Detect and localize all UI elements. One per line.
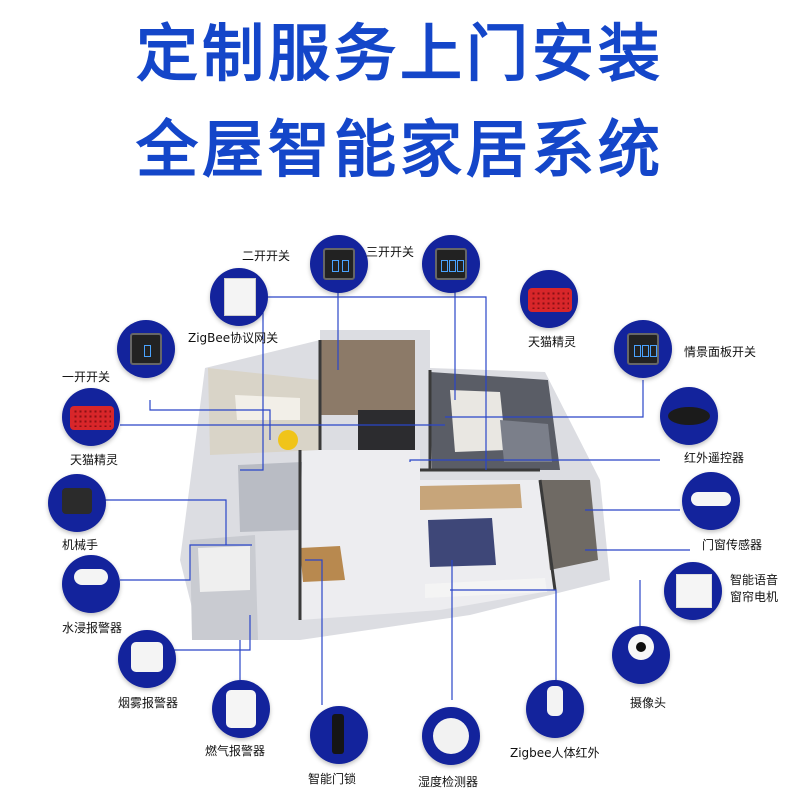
line-zigbee bbox=[263, 296, 487, 470]
bathroom bbox=[238, 462, 302, 532]
line-water bbox=[120, 544, 252, 581]
switch-panel-icon bbox=[435, 248, 467, 280]
water-leak-circle bbox=[62, 555, 120, 613]
one-gang-switch-label: 一开开关 bbox=[62, 370, 111, 384]
sofa bbox=[420, 484, 522, 510]
closet-dark bbox=[358, 410, 415, 450]
smart-lock-label: 智能门锁 bbox=[308, 772, 357, 786]
switch-panel-icon bbox=[323, 248, 355, 280]
gas-alarm-icon bbox=[226, 690, 256, 728]
two-gang-switch-circle bbox=[310, 235, 368, 293]
connection-lines bbox=[100, 290, 690, 705]
zigbee-gateway-circle bbox=[210, 268, 268, 326]
line-pir bbox=[450, 589, 557, 685]
study-toy bbox=[278, 430, 298, 450]
tmall-genie-left-circle bbox=[62, 388, 120, 446]
camera-label: 摄像头 bbox=[630, 696, 667, 710]
robot-arm-label: 机械手 bbox=[62, 538, 99, 552]
ir-remote-icon bbox=[668, 407, 710, 425]
door-window-sensor-label: 门窗传感器 bbox=[702, 538, 763, 552]
three-gang-switch-label: 三开开关 bbox=[366, 245, 415, 259]
two-gang-switch-label: 二开开关 bbox=[242, 249, 291, 263]
tmall-genie-left-label: 天猫精灵 bbox=[70, 453, 119, 467]
pir-label: Zigbee人体红外 bbox=[510, 746, 600, 760]
scene-panel-label: 情景面板开关 bbox=[684, 345, 757, 359]
water-sensor-icon bbox=[74, 569, 108, 585]
camera-circle bbox=[612, 626, 670, 684]
ir-remote-circle bbox=[660, 387, 718, 445]
bed bbox=[450, 390, 506, 452]
headline-service: 定制服务上门安装 bbox=[135, 17, 664, 90]
curtain-motor-label: 智能语音 窗帘电机 bbox=[730, 573, 779, 604]
kitchen-counter bbox=[198, 546, 250, 592]
gas-alarm-label: 燃气报警器 bbox=[205, 744, 266, 758]
line-two-gang bbox=[240, 297, 264, 471]
ir-remote-label: 红外遥控器 bbox=[684, 451, 745, 465]
line-scene bbox=[445, 380, 644, 418]
humidity-circle bbox=[422, 707, 480, 765]
three-gang-switch-circle bbox=[422, 235, 480, 293]
smart-lock-circle bbox=[310, 706, 368, 764]
gas-alarm-circle bbox=[212, 680, 270, 738]
curtain-motor-icon bbox=[676, 574, 712, 608]
smoke-alarm-circle bbox=[118, 630, 176, 688]
water-leak-label: 水浸报警器 bbox=[62, 621, 123, 635]
closet bbox=[320, 340, 415, 415]
bedroom-rug bbox=[500, 420, 552, 462]
study-desk bbox=[235, 395, 300, 420]
line-ir bbox=[409, 459, 660, 462]
line-smoke bbox=[170, 615, 251, 651]
door-window-sensor-circle bbox=[682, 472, 740, 530]
gateway-icon bbox=[224, 278, 256, 316]
humidity-sensor-icon bbox=[433, 718, 469, 754]
tmall-genie-top-label: 天猫精灵 bbox=[528, 335, 577, 349]
scene-panel-circle bbox=[614, 320, 672, 378]
tmall-genie-top-circle bbox=[520, 270, 578, 328]
headline-system: 全屋智能家居系统 bbox=[135, 113, 664, 186]
interior-walls bbox=[298, 340, 557, 620]
camera-icon bbox=[628, 634, 654, 660]
curtain-motor-circle bbox=[664, 562, 722, 620]
humidity-label: 湿度检测器 bbox=[418, 775, 479, 789]
zigbee-gateway-label: ZigBee协议网关 bbox=[188, 331, 279, 345]
line-robot bbox=[100, 499, 227, 545]
switch-panel-icon bbox=[627, 333, 659, 365]
smart-lock-icon bbox=[332, 714, 344, 754]
motion-sensor-icon bbox=[547, 686, 563, 716]
robot-arm-icon bbox=[62, 488, 92, 514]
living-rug bbox=[428, 518, 496, 567]
smoke-alarm-icon bbox=[131, 642, 163, 672]
smart-speaker-icon bbox=[528, 288, 572, 312]
door-sensor-icon bbox=[691, 492, 731, 506]
one-gang-switch-circle bbox=[117, 320, 175, 378]
switch-panel-icon bbox=[130, 333, 162, 365]
balcony-room bbox=[540, 480, 598, 570]
tv-cabinet bbox=[425, 578, 547, 598]
smart-speaker-icon bbox=[70, 406, 114, 430]
line-lock bbox=[305, 559, 323, 705]
smoke-alarm-label: 烟雾报警器 bbox=[118, 696, 179, 710]
pir-circle bbox=[526, 680, 584, 738]
robot-arm-circle bbox=[48, 474, 106, 532]
